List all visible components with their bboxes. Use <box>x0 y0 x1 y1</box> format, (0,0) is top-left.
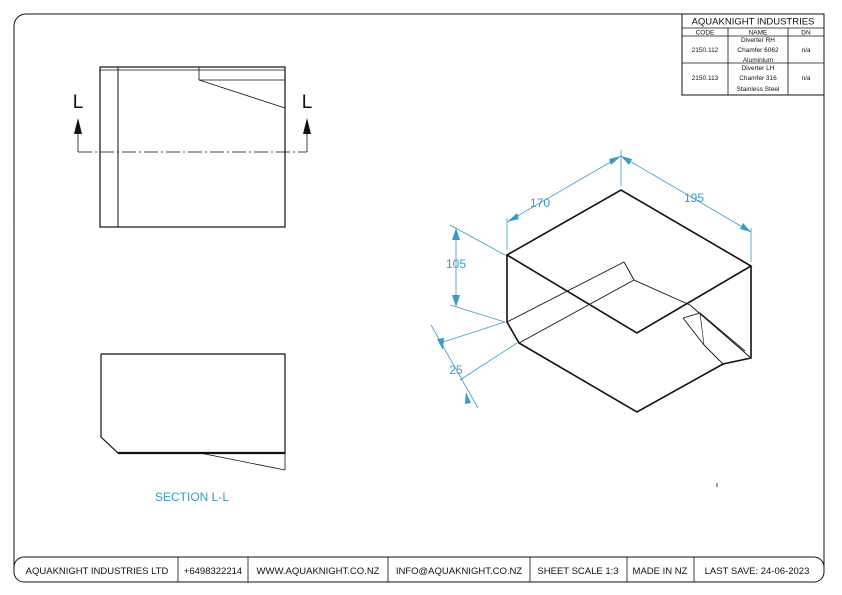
row1-name-line1: Diverter RH <box>741 37 775 44</box>
footer-email: INFO@AQUAKNIGHT.CO.NZ <box>396 566 522 577</box>
row1-dn: n/a <box>801 47 810 54</box>
title-block: AQUAKNIGHT INDUSTRIES CODE NAME DN 2150.… <box>681 13 825 96</box>
footer-phone: +6498322214 <box>184 566 242 577</box>
footer-strip <box>13 556 825 583</box>
row1-name-line2: Chamfer 6062 <box>737 47 779 54</box>
row2-name-line2: Chamfer 316 <box>739 75 777 82</box>
header-name: NAME <box>749 30 768 37</box>
header-code: CODE <box>696 30 715 37</box>
dimension-depth: 195 <box>684 191 704 205</box>
section-caption: SECTION L-L <box>155 490 229 504</box>
footer-web: WWW.AQUAKNIGHT.CO.NZ <box>257 566 380 577</box>
row1-name-line3: Aluminium <box>743 57 773 64</box>
footer-origin: MADE IN NZ <box>633 566 688 577</box>
dimension-chamfer: 25 <box>449 363 463 377</box>
header-dn: DN <box>801 30 811 37</box>
dimension-height: 105 <box>446 257 466 271</box>
row2-name-line3: Stainless Steel <box>737 86 781 93</box>
front-view <box>99 66 286 228</box>
row1-code: 2150.112 <box>692 47 719 54</box>
section-arrow-left <box>74 118 82 134</box>
row2-dn: n/a <box>801 75 810 82</box>
row2-name-line1: Diverter LH <box>742 65 775 72</box>
dimension-lines <box>430 150 752 409</box>
section-cut-line <box>77 134 308 153</box>
footer-scale: SHEET SCALE 1:3 <box>537 566 618 577</box>
section-marker-left: L <box>73 92 84 113</box>
footer-company: AQUAKNIGHT INDUSTRIES LTD <box>26 566 169 577</box>
footer-last-save: LAST SAVE: 24-06-2023 <box>705 566 810 577</box>
row2-code: 2150.113 <box>692 75 719 82</box>
section-view <box>100 353 286 471</box>
section-marker-right: L <box>302 92 313 113</box>
dimension-width: 170 <box>530 196 550 210</box>
section-arrow-right <box>303 118 311 134</box>
dimension-arrows <box>437 156 751 404</box>
drawing-border <box>13 13 825 583</box>
isometric-view <box>505 189 753 413</box>
title-company: AQUAKNIGHT INDUSTRIES <box>692 17 815 28</box>
